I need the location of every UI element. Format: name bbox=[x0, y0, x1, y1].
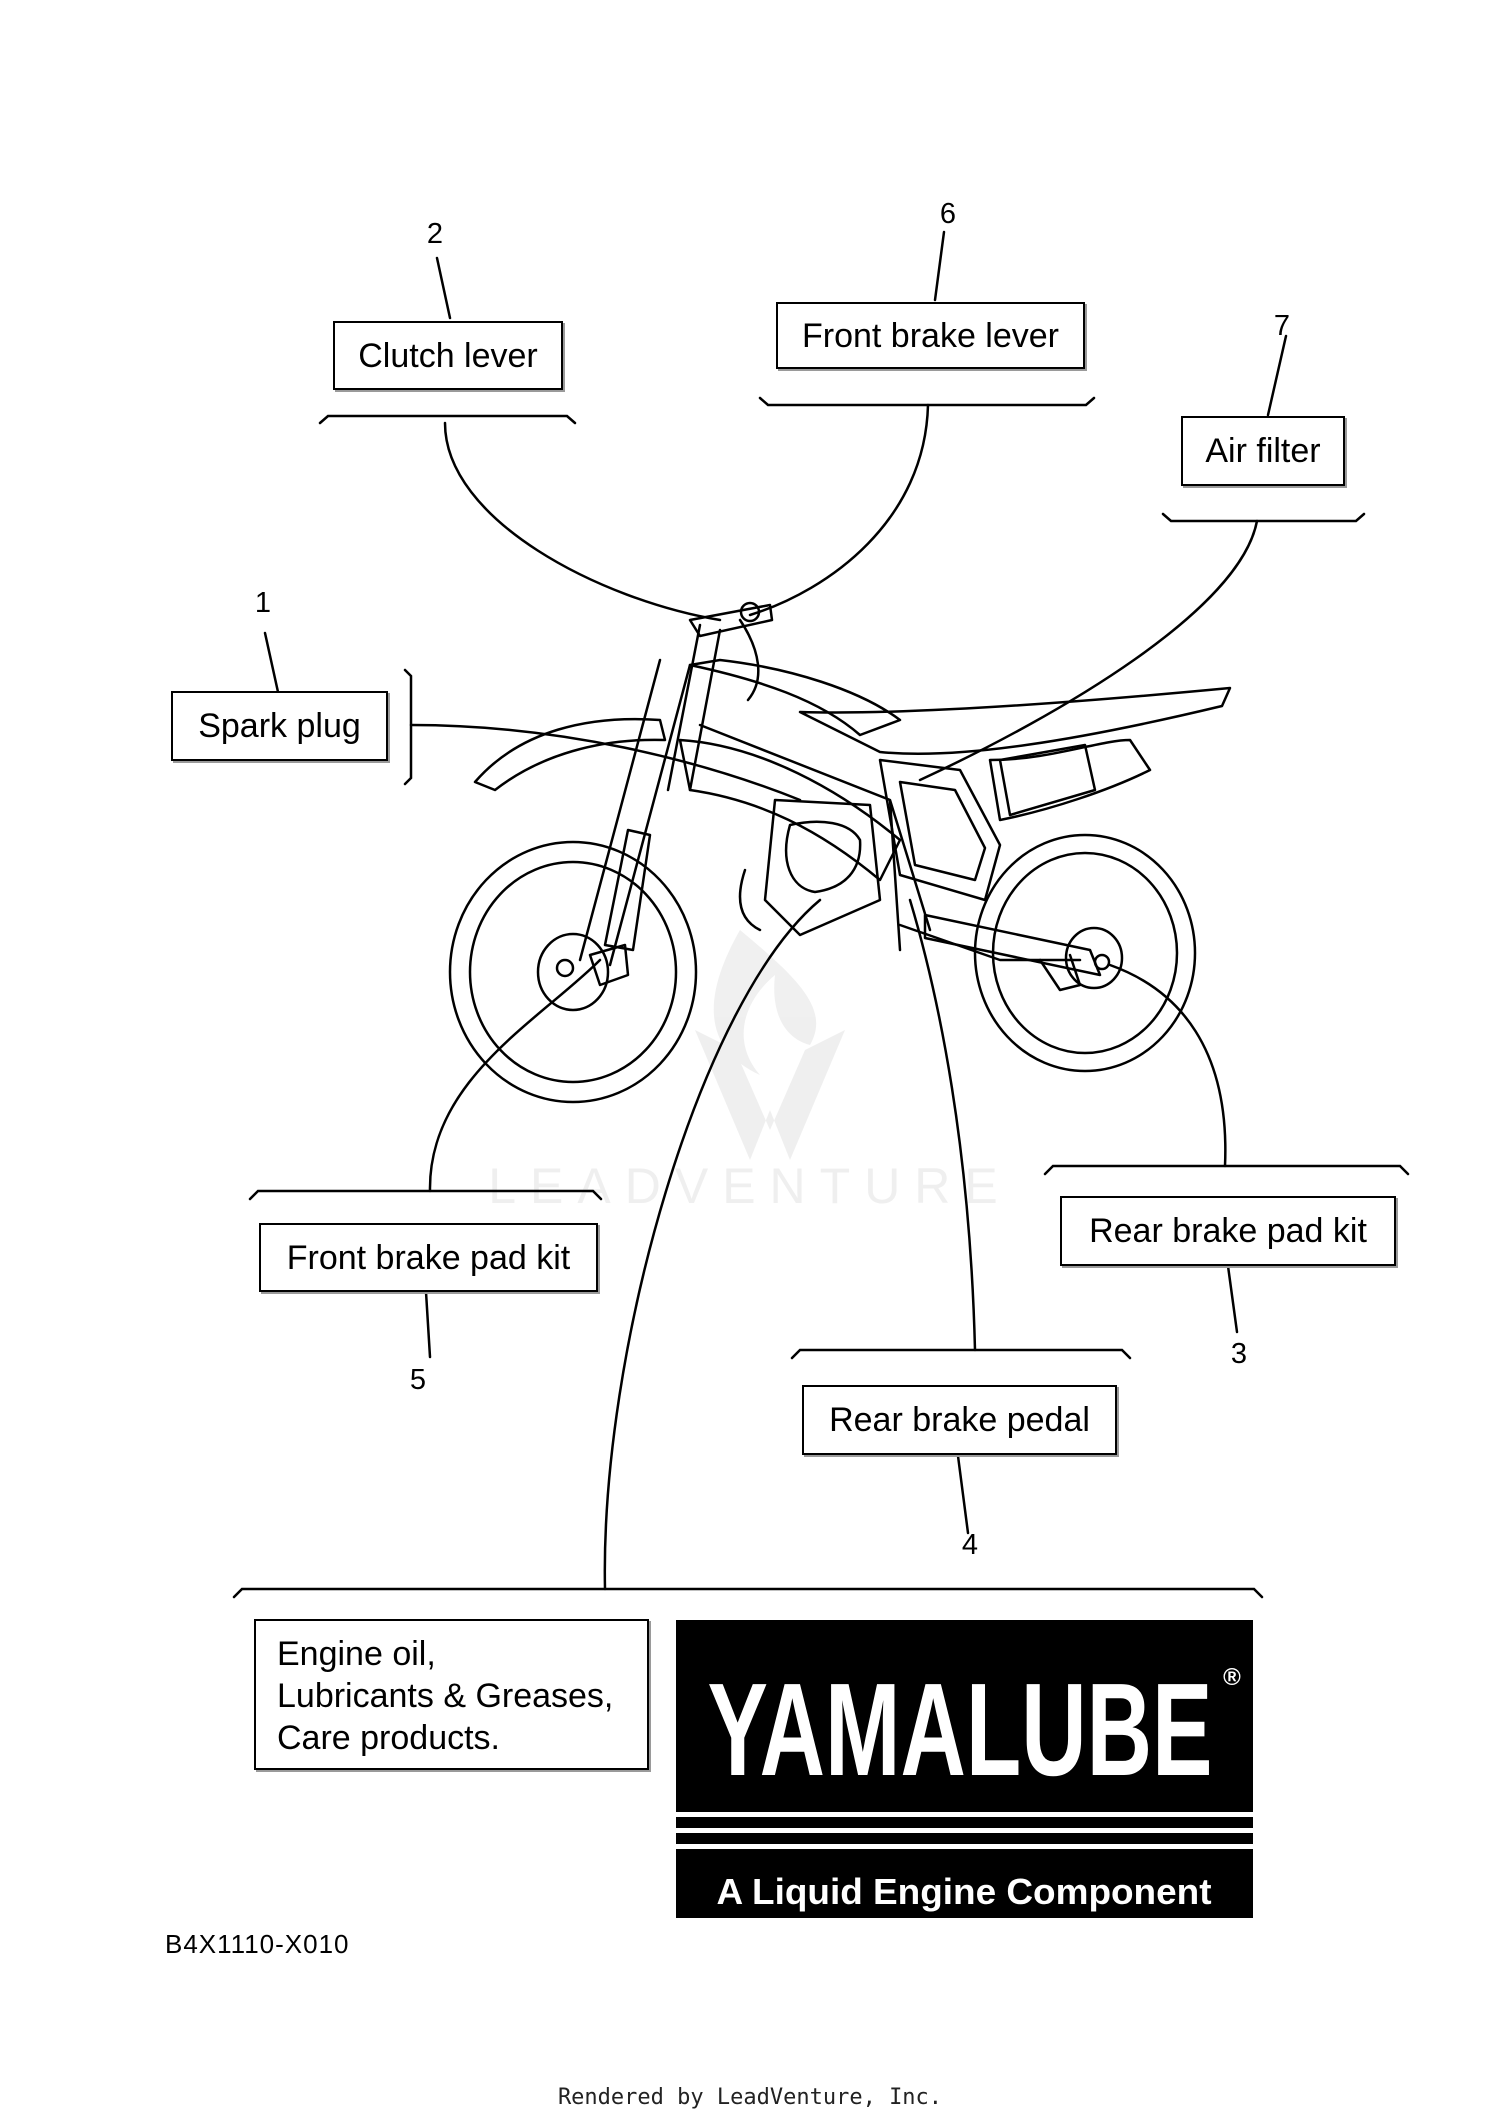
callout-number-4: 4 bbox=[962, 1529, 978, 1561]
callout-number-7: 7 bbox=[1274, 310, 1290, 342]
diagram-code: B4X1110-X010 bbox=[165, 1929, 350, 1959]
logo-wordmark: YAMALUBE bbox=[708, 1656, 1213, 1803]
render-credit: Rendered by LeadVenture, Inc. bbox=[557, 2085, 943, 2110]
label-rear-brake-pad-kit: Rear brake pad kit bbox=[1060, 1196, 1396, 1266]
products-line: Care products. bbox=[277, 1719, 500, 1757]
products-line: Engine oil, bbox=[277, 1635, 436, 1673]
motorcycle-illustration bbox=[448, 601, 1232, 1104]
label-clutch-lever: Clutch lever bbox=[333, 321, 563, 390]
front-tire bbox=[448, 840, 698, 1104]
rear-tire bbox=[973, 833, 1197, 1073]
callout-number-6: 6 bbox=[940, 198, 956, 230]
label-spark-plug: Spark plug bbox=[171, 691, 388, 761]
yamalube-logo: YAMALUBE ® A Liquid Engine Component bbox=[676, 1620, 1253, 1918]
leader-lines bbox=[232, 230, 1410, 1599]
label-front-brake-pad-kit: Front brake pad kit bbox=[259, 1223, 598, 1292]
products-line: Lubricants & Greases, bbox=[277, 1677, 614, 1715]
callout-number-1: 1 bbox=[255, 587, 271, 619]
watermark-text: LEADVENTURE bbox=[488, 1158, 1012, 1214]
registered-mark: ® bbox=[1223, 1664, 1241, 1691]
logo-tagline: A Liquid Engine Component bbox=[717, 1871, 1212, 1912]
callout-number-5: 5 bbox=[410, 1364, 426, 1396]
callout-number-2: 2 bbox=[427, 218, 443, 250]
label-rear-brake-pedal: Rear brake pedal bbox=[802, 1385, 1117, 1455]
products-box: Engine oil, Lubricants & Greases, Care p… bbox=[254, 1619, 649, 1770]
label-front-brake-lever: Front brake lever bbox=[776, 302, 1085, 369]
watermark: LEADVENTURE bbox=[488, 930, 1012, 1214]
label-air-filter: Air filter bbox=[1181, 416, 1345, 486]
callout-number-3: 3 bbox=[1231, 1338, 1247, 1370]
